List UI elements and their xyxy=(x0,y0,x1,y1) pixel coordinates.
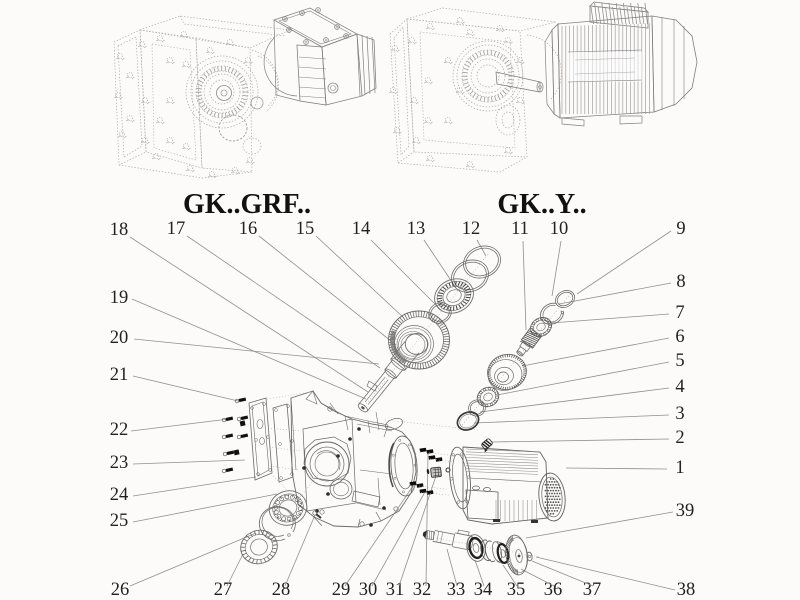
svg-text:30: 30 xyxy=(359,580,378,600)
svg-text:34: 34 xyxy=(474,580,493,600)
svg-text:16: 16 xyxy=(239,219,258,239)
svg-text:10: 10 xyxy=(550,219,569,239)
svg-text:GK..Y..: GK..Y.. xyxy=(497,189,586,220)
svg-text:23: 23 xyxy=(110,453,129,473)
svg-text:8: 8 xyxy=(676,272,685,292)
svg-text:28: 28 xyxy=(272,580,291,600)
svg-text:36: 36 xyxy=(544,580,563,600)
svg-text:35: 35 xyxy=(507,580,526,600)
svg-text:18: 18 xyxy=(110,220,129,240)
svg-text:14: 14 xyxy=(352,219,371,239)
svg-text:6: 6 xyxy=(675,327,684,347)
svg-text:39: 39 xyxy=(676,501,695,521)
svg-text:22: 22 xyxy=(110,420,129,440)
svg-text:12: 12 xyxy=(462,219,481,239)
svg-text:1: 1 xyxy=(675,458,684,478)
svg-text:11: 11 xyxy=(511,219,529,239)
svg-text:GK..GRF..: GK..GRF.. xyxy=(183,189,311,220)
svg-text:5: 5 xyxy=(675,351,684,371)
svg-text:4: 4 xyxy=(675,377,684,397)
svg-text:32: 32 xyxy=(413,580,432,600)
svg-text:33: 33 xyxy=(447,580,466,600)
svg-text:2: 2 xyxy=(675,428,684,448)
svg-text:17: 17 xyxy=(167,219,186,239)
svg-text:19: 19 xyxy=(110,288,129,308)
svg-text:24: 24 xyxy=(110,485,129,505)
svg-text:31: 31 xyxy=(386,580,405,600)
svg-text:7: 7 xyxy=(675,303,684,323)
svg-text:27: 27 xyxy=(214,580,233,600)
svg-text:20: 20 xyxy=(110,328,129,348)
svg-text:21: 21 xyxy=(110,365,129,385)
svg-text:13: 13 xyxy=(407,219,426,239)
svg-text:37: 37 xyxy=(583,580,602,600)
svg-text:15: 15 xyxy=(296,219,315,239)
svg-text:3: 3 xyxy=(675,404,684,424)
svg-text:38: 38 xyxy=(677,580,696,600)
svg-text:26: 26 xyxy=(111,580,130,600)
svg-text:25: 25 xyxy=(110,511,129,531)
svg-text:9: 9 xyxy=(676,219,685,239)
